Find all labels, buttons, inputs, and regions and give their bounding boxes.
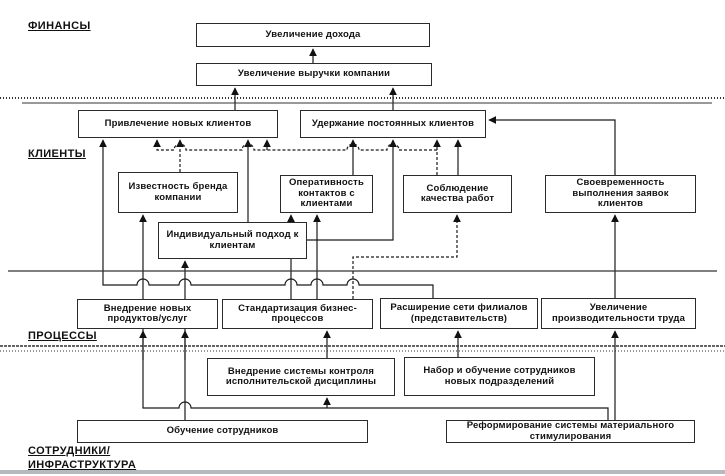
node-uvelichenie-vyruchki: Увеличение выручки компании	[196, 63, 432, 86]
node-obuchenie-sotrudnikov: Обучение сотрудников	[77, 420, 368, 443]
band-label-processes: ПРОЦЕССЫ	[28, 330, 97, 342]
node-operativnost-kontaktov: Оперативность контактов с клиентами	[280, 175, 373, 213]
node-nabor-obuchenie: Набор и обучение сотрудников новых подра…	[404, 357, 595, 396]
node-uvelichenie-proizvoditelnosti: Увеличение производительности труда	[541, 298, 696, 329]
node-uvelichenie-dohoda: Увеличение дохода	[196, 23, 430, 47]
node-standartizacia-processov: Стандартизация бизнес-процессов	[222, 299, 373, 329]
node-privlechenie-klientov: Привлечение новых клиентов	[78, 110, 278, 138]
node-vnedrenie-produktov: Внедрение новых продуктов/услуг	[77, 299, 218, 329]
edge-rasshirenie-seti--privlechenie-klientov	[99, 139, 434, 298]
band-label-staff-line2: ИНФРАСТРУКТУРА	[28, 459, 137, 471]
band-label-finance: ФИНАНСЫ	[28, 20, 91, 32]
band-separators	[0, 97, 725, 474]
node-rasshirenie-seti: Расширение сети филиалов (представительс…	[380, 298, 538, 329]
node-svoevremennost-zayavok: Своевременность выполнения заявок клиент…	[545, 175, 696, 213]
node-uderzhanie-klientov: Удержание постоянных клиентов	[300, 110, 486, 138]
edge-standartizacia-processov--soblyudenie-kachestva	[352, 214, 461, 299]
node-reformirovanie-stimulirovaniya: Реформирование системы материального сти…	[446, 420, 695, 443]
node-individualny-podhod: Индивидуальный подход к клиентам	[158, 222, 307, 259]
node-soblyudenie-kachestva: Соблюдение качества работ	[403, 175, 512, 213]
node-izvestnost-brenda: Известность бренда компании	[118, 172, 238, 213]
edge-individualny-podhod--uderzhanie-klientov	[307, 139, 397, 241]
band-label-clients: КЛИЕНТЫ	[28, 148, 86, 160]
edge-soblyudenie-kachestva--privlechenie-klientov	[153, 139, 437, 151]
node-vnedrenie-kontrolya: Внедрение системы контроля исполнительск…	[207, 358, 395, 396]
band-label-staff-line1: СОТРУДНИКИ/	[28, 445, 111, 457]
edge-svoevremennost-zayavok--uderzhanie-klientov	[488, 116, 616, 175]
